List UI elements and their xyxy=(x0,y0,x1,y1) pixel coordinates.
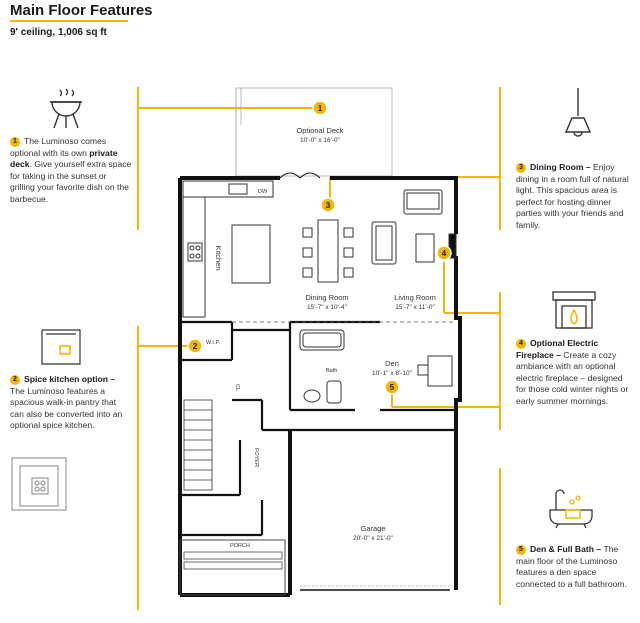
living-room-label: Living Room xyxy=(394,293,436,302)
bathtub-icon xyxy=(549,489,593,529)
feature-3-badge: 3 xyxy=(516,163,526,173)
den-desk xyxy=(417,355,453,387)
porch-label: PORCH xyxy=(230,543,250,549)
svg-text:2: 2 xyxy=(193,342,198,351)
bath-fixtures xyxy=(299,329,345,404)
title-underline xyxy=(10,20,128,22)
kitchen-label: Kitchen xyxy=(214,245,223,270)
exterior-walls xyxy=(178,176,462,597)
dw-label: DW xyxy=(258,189,268,195)
feature-1-badge: 1 xyxy=(10,137,20,147)
svg-text:5: 5 xyxy=(390,383,395,392)
marker-2: 2 xyxy=(187,338,203,354)
spice-kitchen-icon xyxy=(41,329,81,365)
feature-5-badge: 5 xyxy=(516,545,526,555)
page-subtitle: 9' ceiling, 1,006 sq ft xyxy=(10,27,107,38)
dining-table xyxy=(302,219,354,283)
stairs xyxy=(183,399,213,491)
marker-3: 3 xyxy=(320,197,336,213)
deck-dim: 10'-0" x 16'-0" xyxy=(300,137,341,144)
living-furniture xyxy=(371,189,457,265)
page-title: Main Floor Features xyxy=(10,2,153,19)
fireplace-icon xyxy=(552,291,596,329)
pendant-lamp-icon xyxy=(564,88,592,137)
spice-kitchen-plan-icon xyxy=(11,457,67,511)
feature-4-badge: 4 xyxy=(516,339,526,349)
svg-text:1: 1 xyxy=(318,104,323,113)
den-dim: 10'-1" x 8'-10" xyxy=(372,370,413,377)
interior-walls xyxy=(180,320,456,537)
marker-5: 5 xyxy=(384,379,400,395)
porch: PORCH xyxy=(179,539,286,596)
svg-text:3: 3 xyxy=(326,201,331,210)
living-room-dim: 15'-7" x 11'-0" xyxy=(395,304,435,311)
den-label: Den xyxy=(385,359,399,368)
closet-label: CL xyxy=(234,384,240,391)
bbq-grill-icon xyxy=(50,88,82,129)
marker-4: 4 xyxy=(436,245,452,261)
garage-label: Garage xyxy=(360,524,385,533)
dining-room-dim: 15'-7" x 10'-4" xyxy=(307,304,348,311)
feature-2-badge: 2 xyxy=(10,375,20,385)
kitchen-fixtures xyxy=(182,180,274,318)
bath-label: Bath xyxy=(326,368,337,374)
svg-text:4: 4 xyxy=(442,249,447,258)
garage-dim: 20'-0" x 21'-0" xyxy=(353,535,394,542)
optional-deck: Optional Deck 10'-0" x 16'-0" xyxy=(235,87,393,177)
wip-label: W.I.P. xyxy=(206,340,220,346)
deck-label: Optional Deck xyxy=(296,126,343,135)
marker-1: 1 xyxy=(312,100,328,116)
foyer-label: FOYER xyxy=(253,448,259,467)
dining-room-label: Dining Room xyxy=(305,293,348,302)
